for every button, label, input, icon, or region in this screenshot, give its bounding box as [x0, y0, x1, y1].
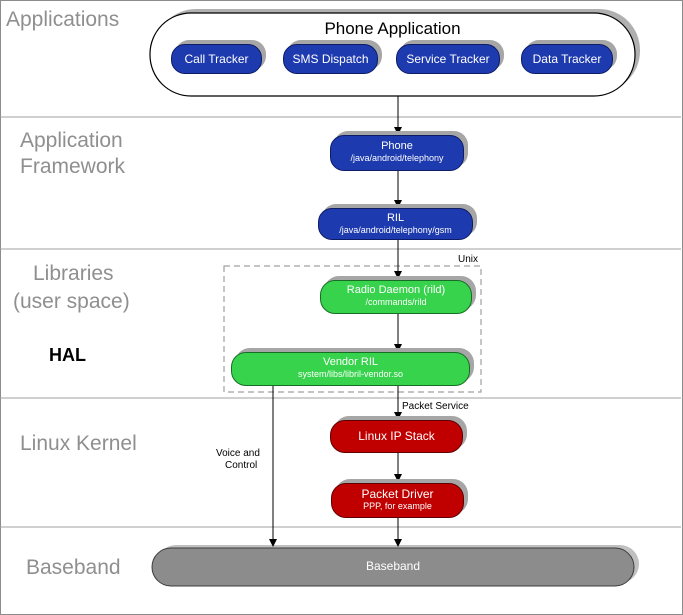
layer-label-framework-line2: Framework: [20, 155, 126, 178]
phone-application-title: Phone Application: [324, 19, 461, 38]
baseband-bar: [151, 547, 635, 587]
vendor-ril-title: Vendor RIL: [322, 356, 379, 368]
packet-driver-title: Packet Driver: [361, 487, 434, 501]
layer-label-libraries-line1: Libraries: [33, 262, 114, 285]
layer-label-baseband: Baseband: [26, 556, 121, 579]
packet-driver-node: Packet Driver PPP, for example: [331, 483, 464, 518]
layer-label-framework-line1: Application: [20, 129, 123, 152]
service-tracker: Service Tracker: [396, 44, 500, 74]
voice-control-label-line2: Control: [225, 460, 258, 471]
vendor-ril-node: Vendor RIL system/libs/libril-vendor.so: [231, 352, 470, 386]
unix-socket-boundary: [223, 265, 482, 393]
layer-label-applications: Applications: [6, 8, 120, 31]
phone-node-title: Phone: [381, 140, 413, 152]
layer-label-linux-kernel: Linux Kernel: [20, 432, 137, 455]
radio-daemon-title: Radio Daemon (rild): [346, 284, 446, 296]
radio-daemon-path: /commands/rild: [365, 297, 427, 307]
ril-node: RIL /java/android/telephony/gsm: [318, 208, 473, 240]
linux-ip-stack-node: Linux IP Stack: [330, 420, 463, 453]
phone-application-container: [149, 12, 636, 97]
linux-ip-stack-title: Linux IP Stack: [358, 429, 435, 443]
sms-dispatch: SMS Dispatch: [283, 44, 378, 74]
phone-node-path: /java/android/telephony: [350, 153, 444, 163]
data-tracker: Data Tracker: [521, 44, 613, 74]
call-tracker: Call Tracker: [171, 44, 262, 74]
ril-node-path: /java/android/telephony/gsm: [339, 225, 452, 235]
phone-node: Phone /java/android/telephony: [330, 135, 464, 171]
packet-driver-path: PPP, for example: [363, 501, 432, 511]
layer-label-hal: HAL: [49, 345, 86, 365]
unix-label: Unix: [458, 254, 479, 265]
baseband-node-title: Baseband: [365, 559, 421, 573]
radio-daemon-node: Radio Daemon (rild) /commands/rild: [320, 280, 472, 314]
layer-label-libraries-line2: (user space): [13, 290, 130, 313]
voice-control-label-line1: Voice and: [216, 448, 260, 459]
ril-node-title: RIL: [386, 212, 405, 224]
packet-service-label: Packet Service: [402, 401, 469, 412]
vendor-ril-path: system/libs/libril-vendor.so: [297, 369, 404, 379]
